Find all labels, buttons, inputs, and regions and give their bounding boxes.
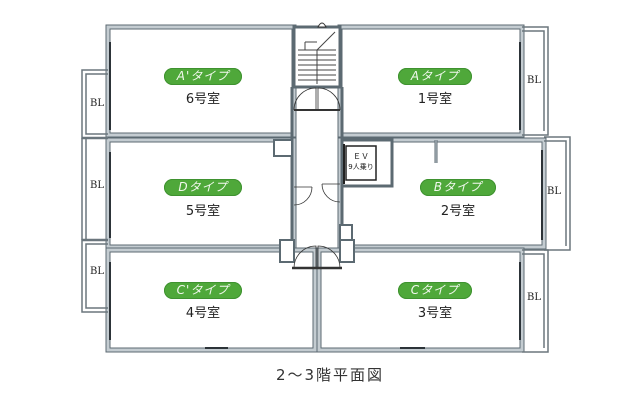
corridor <box>273 87 355 263</box>
type-badge: A'タイプ <box>164 68 242 85</box>
balcony-label: BL <box>547 186 561 197</box>
room-number: 3号室 <box>417 306 453 321</box>
elevator-shaft <box>340 138 394 188</box>
room-number: 1号室 <box>417 92 453 107</box>
room-number: 5号室 <box>185 204 221 219</box>
type-badge: Aタイプ <box>398 68 472 85</box>
type-badge: C'タイプ <box>164 282 242 299</box>
elevator-label: ＥＶ 9人乗り <box>346 152 376 172</box>
room-number: 2号室 <box>440 204 476 219</box>
type-badge: Dタイプ <box>164 179 242 196</box>
window-sashes <box>109 42 543 349</box>
doors <box>292 87 342 270</box>
balcony-label: BL <box>527 75 541 86</box>
elevator-capacity: 9人乗り <box>348 163 374 171</box>
balcony-label: BL <box>90 180 104 191</box>
stairwell <box>292 22 342 89</box>
room-number: 6号室 <box>185 92 221 107</box>
exterior-walls <box>105 24 547 353</box>
balcony-label: BL <box>90 98 104 109</box>
balcony-label: BL <box>527 292 541 303</box>
type-badge: Bタイプ <box>420 179 496 196</box>
right-balconies <box>522 26 571 353</box>
room-number: 4号室 <box>185 306 221 321</box>
balcony-label: BL <box>90 266 104 277</box>
left-balconies <box>81 69 108 313</box>
floor-plan-title: 2～3階平面図 <box>275 366 385 384</box>
type-badge: Cタイプ <box>398 282 472 299</box>
elevator-name: ＥＶ <box>353 152 369 161</box>
